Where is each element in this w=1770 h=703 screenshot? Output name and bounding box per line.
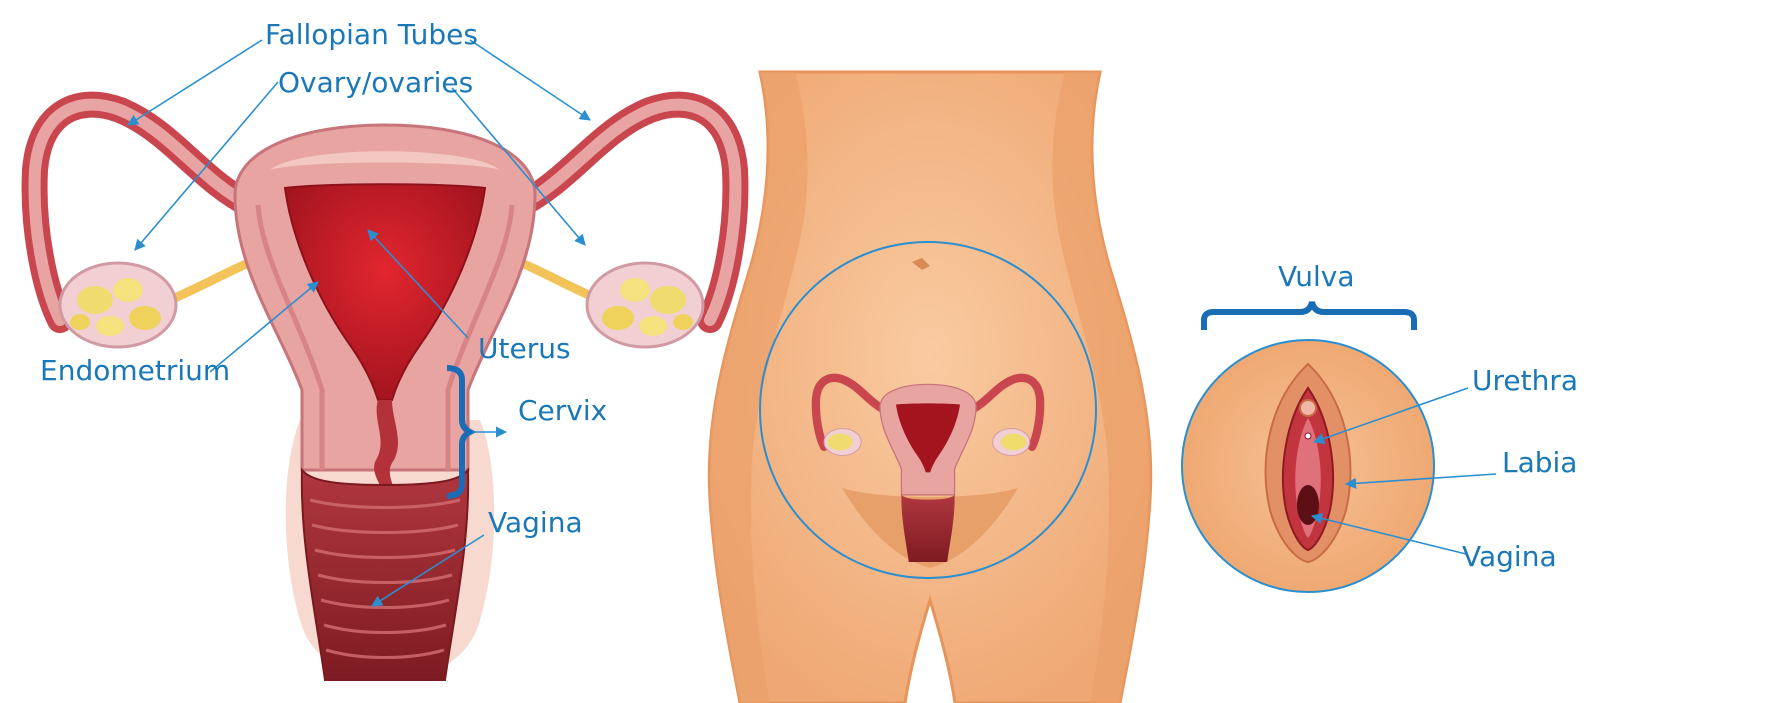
label-urethra: Urethra [1472,364,1578,397]
label-cervix: Cervix [518,394,607,427]
vaginal-canal [302,470,468,680]
torso-illustration [709,72,1151,703]
clitoris [1300,400,1316,416]
label-uterus: Uterus [478,332,571,365]
label-endometrium: Endometrium [40,354,230,387]
label-fallopian-tubes: Fallopian Tubes [265,18,478,51]
vulva-bracket [1204,302,1414,330]
uterus-illustration [35,105,736,680]
vulva-illustration [1182,302,1434,592]
left-ovary [60,263,176,347]
label-ovaries: Ovary/ovaries [278,66,473,99]
label-labia: Labia [1502,446,1577,479]
label-vagina-right: Vagina [1462,540,1557,573]
label-vagina-left: Vagina [488,506,583,539]
right-ovary [587,263,703,347]
urethral-opening [1305,433,1311,439]
vaginal-opening [1297,485,1319,525]
label-vulva: Vulva [1278,260,1355,293]
